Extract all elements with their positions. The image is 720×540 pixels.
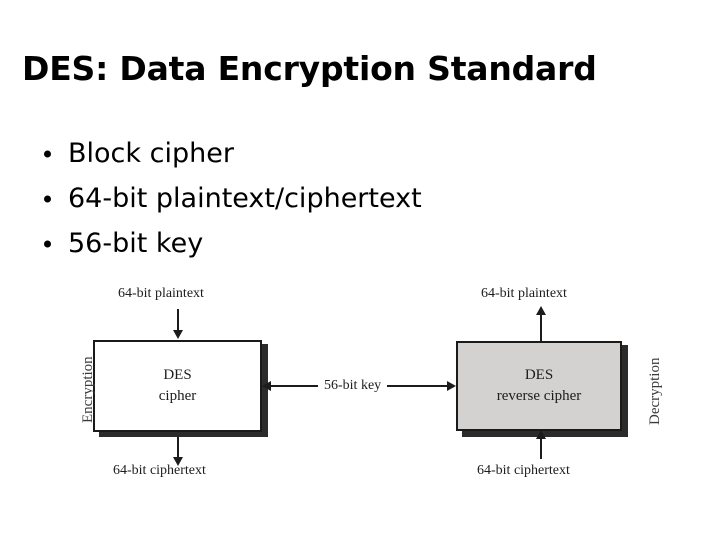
list-item: Block cipher xyxy=(40,131,680,176)
decryption-input-arrowhead-icon xyxy=(536,430,546,439)
encryption-output-arrow-line xyxy=(177,437,179,459)
decryption-output-arrowhead-icon xyxy=(536,306,546,315)
key-label: 56-bit key xyxy=(318,378,388,394)
encryption-input-arrowhead-icon xyxy=(173,330,183,339)
list-item-label: 64-bit plaintext/ciphertext xyxy=(68,183,422,214)
bullet-dot-icon xyxy=(44,195,51,202)
list-item-label: 56-bit key xyxy=(68,228,204,259)
decryption-input-arrow-line xyxy=(540,437,542,459)
decryption-input-label: 64-bit ciphertext xyxy=(477,463,570,478)
encryption-side-label: Encryption xyxy=(80,356,96,423)
list-item: 64-bit plaintext/ciphertext xyxy=(40,176,680,221)
bullet-list: Block cipher 64-bit plaintext/ciphertext… xyxy=(40,131,680,266)
decryption-box-line2: reverse cipher xyxy=(496,388,582,404)
encryption-box: DES cipher xyxy=(93,340,262,432)
page-title: DES: Data Encryption Standard xyxy=(22,49,597,88)
encryption-output-label: 64-bit ciphertext xyxy=(113,463,206,478)
decryption-box: DES reverse cipher xyxy=(456,341,622,431)
encryption-input-label: 64-bit plaintext xyxy=(118,286,204,301)
bullet-dot-icon xyxy=(44,240,51,247)
des-encryption-decryption-diagram: 64-bit plaintext DES cipher 64-bit ciphe… xyxy=(0,275,720,500)
decryption-side-label: Decryption xyxy=(647,357,663,425)
decryption-output-label: 64-bit plaintext xyxy=(481,286,567,301)
encryption-box-line2: cipher xyxy=(158,388,197,404)
key-arrow-right-head-icon xyxy=(447,381,456,391)
bullet-dot-icon xyxy=(44,150,51,157)
list-item: 56-bit key xyxy=(40,221,680,266)
encryption-input-arrow-line xyxy=(177,309,179,331)
decryption-box-line1: DES xyxy=(524,367,554,383)
key-arrow-left-head-icon xyxy=(262,381,271,391)
encryption-box-line1: DES xyxy=(163,367,192,383)
decryption-output-arrow-line xyxy=(540,314,542,341)
list-item-label: Block cipher xyxy=(68,138,234,169)
encryption-output-arrowhead-icon xyxy=(173,457,183,466)
